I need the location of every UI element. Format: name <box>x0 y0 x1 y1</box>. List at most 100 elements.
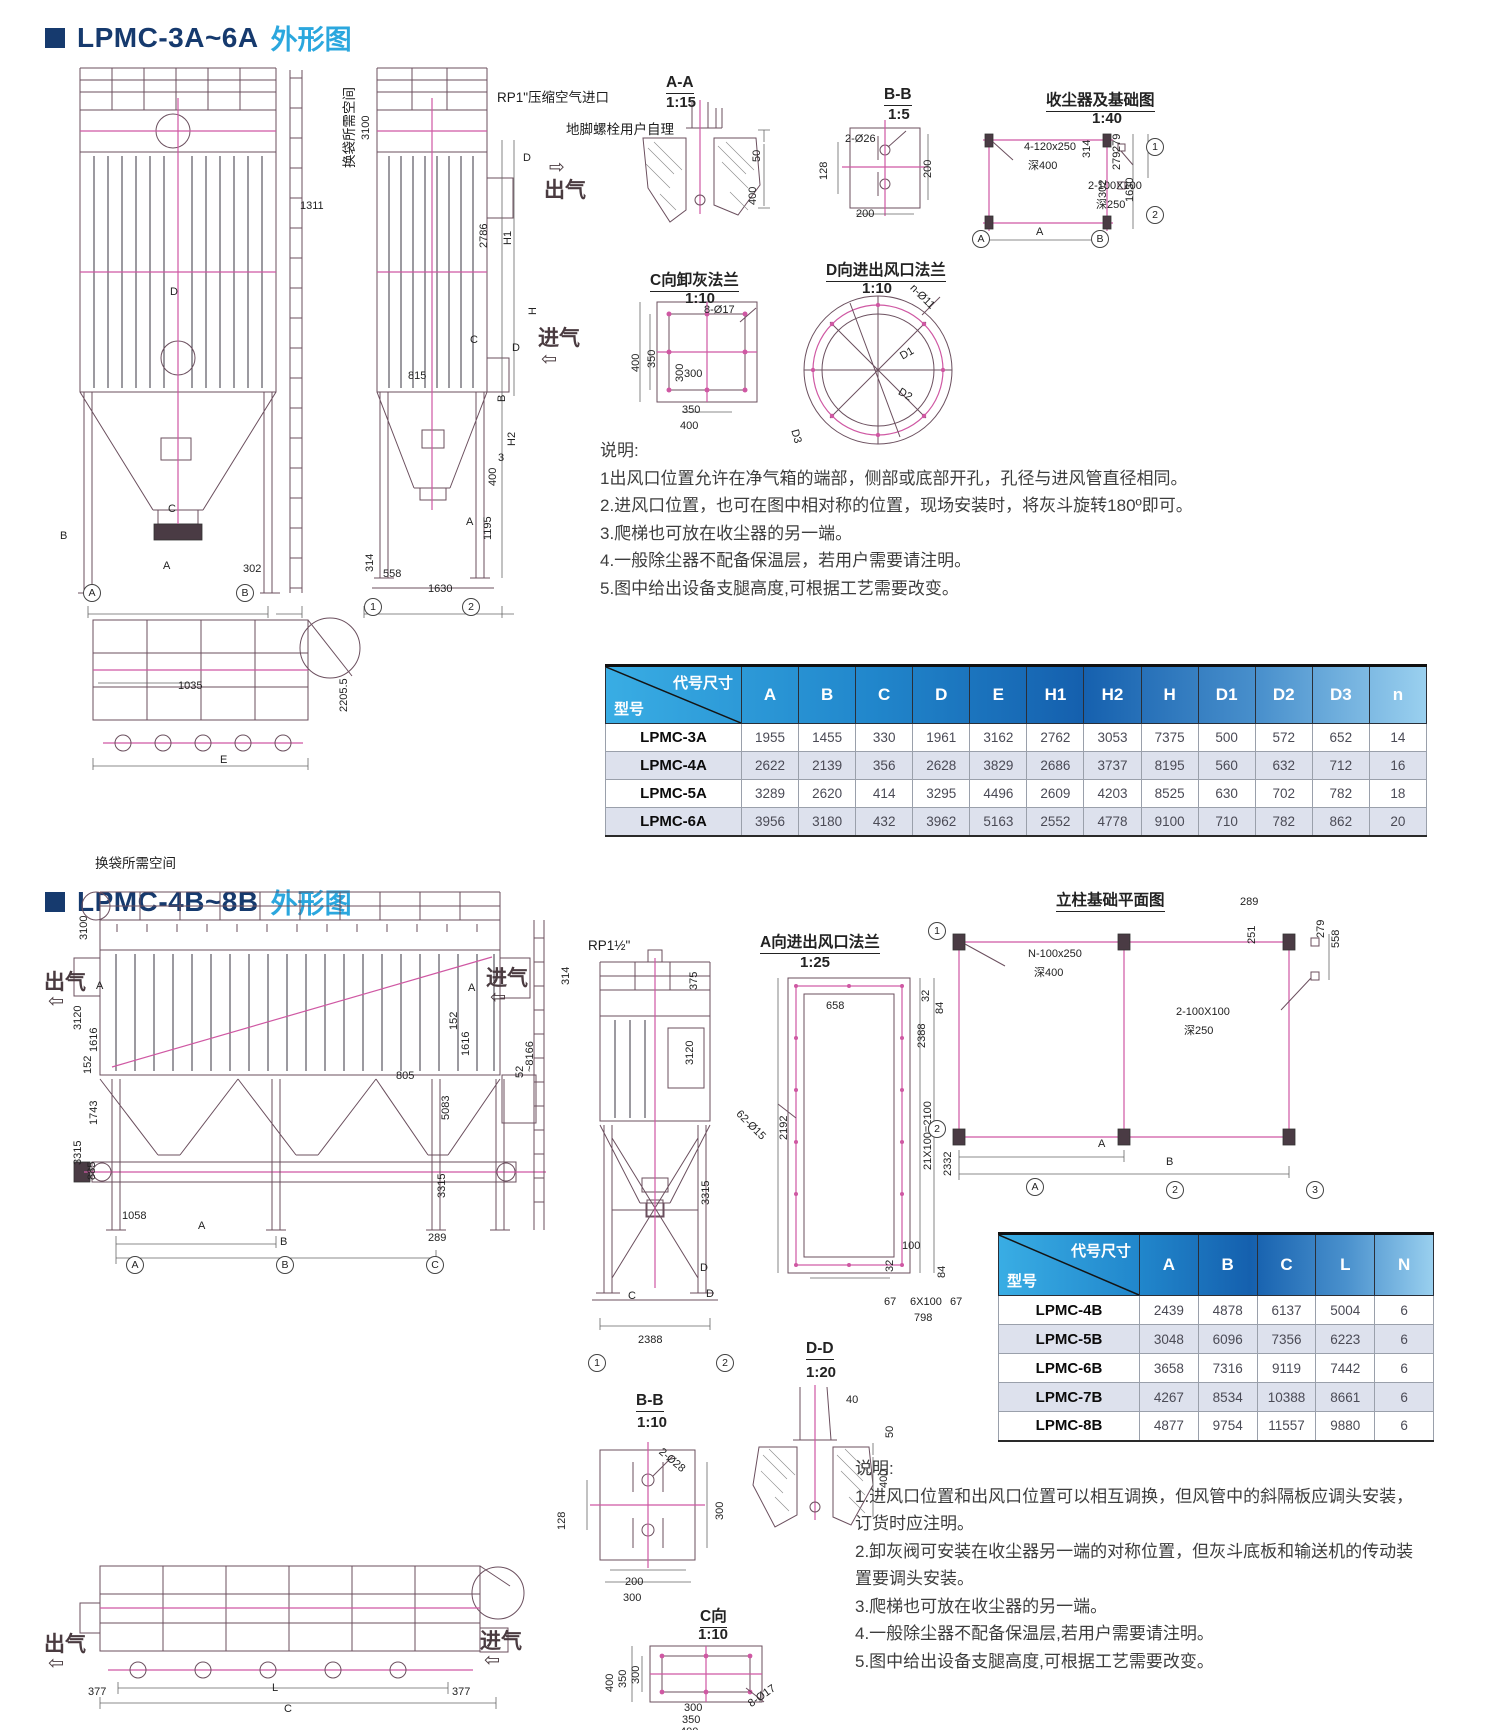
outlet-arrow: ⇦ <box>48 991 64 1012</box>
value-cell: 3180 <box>798 807 857 836</box>
column-header-B: B <box>798 665 857 724</box>
column-header-L: L <box>1315 1233 1376 1296</box>
column-header-D1: D1 <box>1197 665 1256 724</box>
value-cell: 2762 <box>1026 723 1085 752</box>
value-cell: 356 <box>855 751 914 780</box>
value-cell: 2628 <box>912 751 971 780</box>
value-cell: 702 <box>1254 779 1313 808</box>
drawing-end-view-4b8b <box>570 948 760 1348</box>
note-item: 4.一般除尘器不配备保温层,若用户需要请注明。 <box>855 1624 1214 1644</box>
inlet-arrow: ⇦ <box>541 349 557 370</box>
value-cell: 4878 <box>1197 1295 1258 1325</box>
column-header-A: A <box>1139 1233 1199 1296</box>
value-cell: 5004 <box>1315 1295 1376 1325</box>
note-item: 3.爬梯也可放在收尘器的另一端。 <box>600 523 853 543</box>
value-cell: 4496 <box>969 779 1028 808</box>
section-title-model-range: LPMC-3A~6A <box>77 21 259 53</box>
value-cell: 572 <box>1254 723 1313 752</box>
note-item: 5.图中给出设备支腿高度,可根据工艺需要改变。 <box>600 578 959 598</box>
value-cell: 4778 <box>1083 807 1142 836</box>
drawing-foundation-plan-3a6a <box>958 122 1168 252</box>
table-corner-cell: 代号尺寸 型号 <box>605 665 742 724</box>
model-cell: LPMC-5A <box>605 779 742 808</box>
label-air-inlet: 进气 <box>538 327 580 350</box>
value-cell: 2609 <box>1026 779 1085 808</box>
drawing-front-view-4b8b <box>72 862 557 1267</box>
notes-heading: 说明: <box>855 1459 894 1478</box>
dim-label: 67 <box>884 1296 897 1308</box>
value-cell: 6223 <box>1315 1324 1376 1354</box>
corner-label-dimensions: 代号尺寸 <box>672 675 733 692</box>
value-cell: 3162 <box>969 723 1028 752</box>
drawing-b-b-plate-4b8b <box>575 1438 725 1588</box>
model-cell: LPMC-4B <box>998 1295 1140 1325</box>
value-cell: 3658 <box>1139 1353 1199 1383</box>
view-title-a-flange: A向进出风口法兰 <box>760 930 880 954</box>
drawing-c-flange-4b8b <box>610 1640 795 1730</box>
value-cell: 7316 <box>1197 1353 1258 1383</box>
section-header-3a-6a: LPMC-3A~6A 外形图 <box>45 18 352 57</box>
column-header-N: N <box>1374 1233 1434 1296</box>
value-cell: 6 <box>1374 1295 1434 1325</box>
dim-label: 6X100 <box>910 1296 942 1308</box>
section-header-4b-8b: LPMC-4B~8B 外形图 <box>45 882 352 921</box>
value-cell: 2622 <box>740 751 800 780</box>
value-cell: 9754 <box>1197 1411 1258 1441</box>
drawing-d-flange-3a6a <box>790 285 965 450</box>
model-cell: LPMC-6B <box>998 1353 1140 1383</box>
value-cell: 652 <box>1311 723 1370 752</box>
note-item: 2.卸灰阀可安装在收尘器另一端的对称位置，但灰斗底板和输送机的传动装置要调头安装… <box>855 1541 1414 1589</box>
value-cell: 10388 <box>1256 1382 1317 1412</box>
value-cell: 782 <box>1311 779 1370 808</box>
value-cell: 6 <box>1374 1411 1434 1441</box>
value-cell: 2620 <box>798 779 857 808</box>
value-cell: 16 <box>1368 751 1428 780</box>
dim-label: 300 <box>623 1592 642 1604</box>
value-cell: 2439 <box>1139 1295 1199 1325</box>
model-cell: LPMC-4A <box>605 751 742 780</box>
value-cell: 2139 <box>798 751 857 780</box>
table-corner-cell: 代号尺寸 型号 <box>998 1233 1140 1296</box>
note-item: 1出风口位置允许在净气箱的端部，侧部或底部开孔，孔径与进风管直径相同。 <box>600 468 1188 488</box>
value-cell: 14 <box>1368 723 1428 752</box>
value-cell: 1961 <box>912 723 971 752</box>
notes-3a-6a: 说明: 1出风口位置允许在净气箱的端部，侧部或底部开孔，孔径与进风管直径相同。 … <box>600 437 1360 602</box>
value-cell: 18 <box>1368 779 1428 808</box>
value-cell: 9119 <box>1256 1353 1317 1383</box>
value-cell: 6096 <box>1197 1324 1258 1354</box>
value-cell: 7356 <box>1256 1324 1317 1354</box>
view-title-column-foundation-plan: 立柱基础平面图 <box>1056 888 1165 912</box>
value-cell: 632 <box>1254 751 1313 780</box>
value-cell: 5163 <box>969 807 1028 836</box>
value-cell: 8661 <box>1315 1382 1376 1412</box>
note-item: 1.进风口位置和出风口位置可以相互调换，但风管中的斜隔板应调头安装，订货时应注明… <box>855 1486 1414 1534</box>
drawing-section-a-a <box>628 100 773 235</box>
value-cell: 4203 <box>1083 779 1142 808</box>
outlet-arrow: ⇦ <box>48 1653 64 1674</box>
corner-diagonal <box>999 1235 1139 1295</box>
value-cell: 8525 <box>1140 779 1199 808</box>
value-cell: 6 <box>1374 1324 1434 1354</box>
dim-label: 289 <box>1240 896 1259 908</box>
value-cell: 11557 <box>1256 1411 1317 1441</box>
value-cell: 6137 <box>1256 1295 1317 1325</box>
column-header-C: C <box>1256 1233 1317 1296</box>
drawing-front-view-3a6a <box>58 58 318 618</box>
value-cell: 3829 <box>969 751 1028 780</box>
value-cell: 9880 <box>1315 1411 1376 1441</box>
value-cell: 630 <box>1197 779 1256 808</box>
value-cell: 3053 <box>1083 723 1142 752</box>
column-header-H2: H2 <box>1083 665 1142 724</box>
view-title-a-a: A-A <box>666 74 694 94</box>
column-header-A: A <box>740 665 800 724</box>
column-header-D: D <box>912 665 971 724</box>
view-scale-b-b: 1:10 <box>637 1414 668 1431</box>
